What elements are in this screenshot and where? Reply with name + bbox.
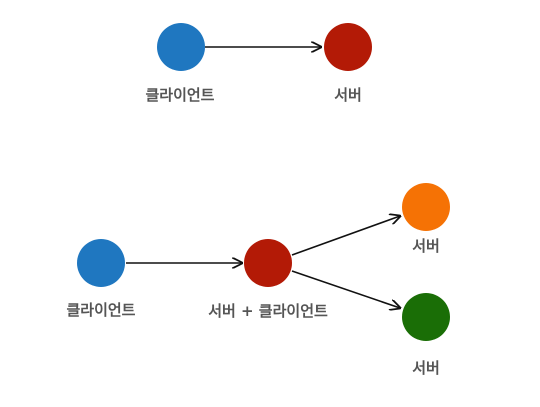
lower-server-label: 서버 (412, 359, 440, 377)
top-client-label: 클라이언트 (145, 86, 214, 104)
middle-server-client-node (244, 239, 292, 287)
top-server-node (324, 23, 372, 71)
bottom-upper-branch-arrow (291, 216, 400, 256)
lower-server-node (402, 293, 450, 341)
bottom-flow: 클라이언트 서버 + 클라이언트 서버 서버 (66, 183, 450, 377)
top-server-label: 서버 (334, 86, 362, 104)
bottom-client-label: 클라이언트 (66, 301, 135, 319)
bottom-lower-branch-arrow (291, 270, 400, 308)
upper-server-label: 서버 (412, 237, 440, 255)
upper-server-node (402, 183, 450, 231)
middle-server-client-label: 서버 + 클라이언트 (208, 302, 328, 320)
top-flow: 클라이언트 서버 (145, 23, 372, 104)
top-client-node (157, 23, 205, 71)
bottom-client-node (77, 239, 125, 287)
